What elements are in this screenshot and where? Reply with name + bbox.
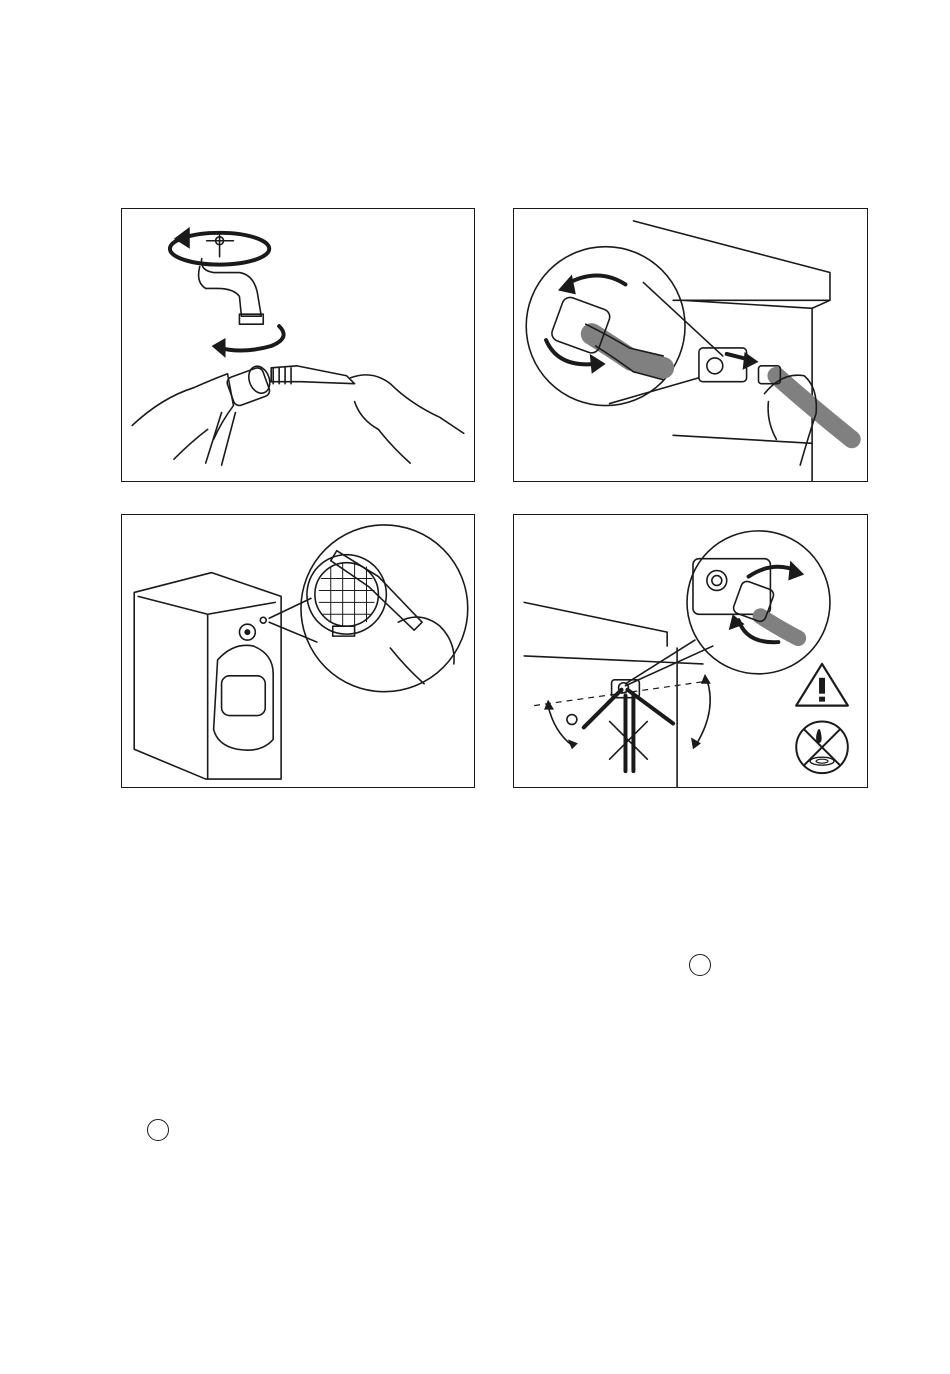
figure-reconnect-inlet-hose: [513, 514, 868, 788]
no-water-leak-icon: [796, 721, 848, 773]
machine-filter-brush-illustration: [122, 515, 474, 787]
figure-clean-machine-filter: [121, 514, 475, 788]
callout-circle-marker: [147, 1119, 169, 1141]
figure-clean-tap-filter: [121, 208, 475, 482]
inlet-hose-disconnect-illustration: [514, 209, 867, 481]
warning-triangle-icon: [796, 664, 848, 706]
tap-filter-brush-illustration: [122, 209, 474, 481]
callout-circle-marker: [689, 954, 711, 976]
figure-unscrew-inlet-hose: [513, 208, 868, 482]
inlet-hose-reconnect-illustration: [514, 515, 867, 787]
